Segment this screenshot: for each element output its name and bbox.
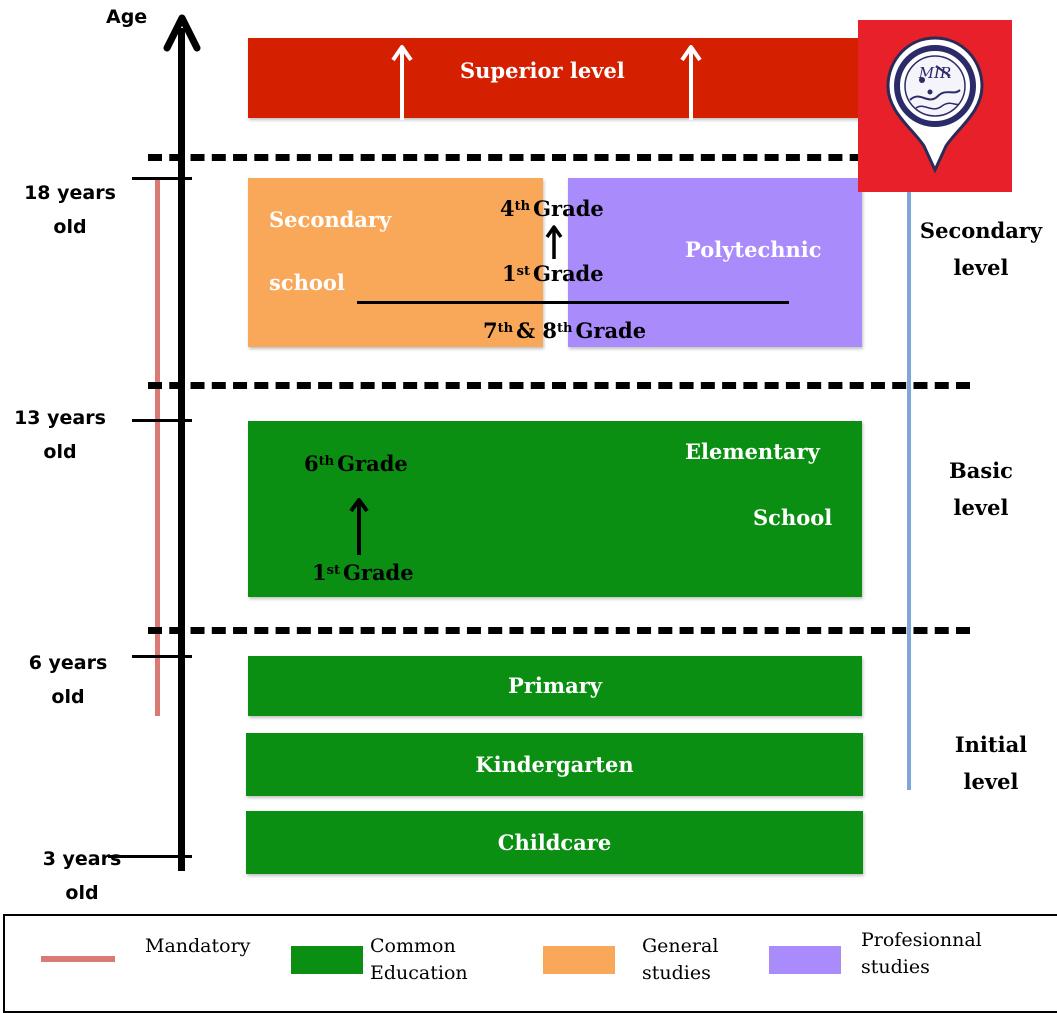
legend-common-line1: Common [370,935,456,957]
grade-4-sup: th [514,199,531,214]
grade-1-sec-sup: st [516,264,530,279]
legend-label-general: General studies [642,933,718,987]
legend-swatch-mandatory [41,956,115,962]
mir-logo: MIR [858,20,1012,192]
up-arrow-icon [545,225,563,259]
age-label-6: 6 years old [8,646,128,714]
basic-level-line2: level [953,495,1009,520]
initial-level-line1: Initial [954,732,1028,757]
legend-swatch-professional [769,946,841,974]
tick-6 [132,655,192,658]
grade-78-num1: 7 [483,318,498,343]
secondary-school-label-line2: school [269,270,345,295]
age-3-line2: old [65,882,99,904]
tick-13 [132,419,192,422]
secondary-level-label: Secondary level [906,212,1056,286]
legend-swatch-general [543,946,615,974]
age-label-13: 13 years old [0,401,120,469]
grade-1-sec-num: 1 [502,261,517,286]
legend-common-line2: Education [370,962,468,984]
age-18-line2: old [53,216,87,238]
initial-level-line2: level [963,769,1019,794]
age-13-line2: old [43,441,77,463]
grade-78-sup2: th [556,321,573,336]
axis-title: Age [106,6,148,28]
kindergarten-box: Kindergarten [246,733,863,796]
age-13-line1: 13 years [14,407,106,429]
grade-divider-line [357,301,789,304]
grade-78-sup1: th [497,321,514,336]
age-label-18: 18 years old [10,176,130,244]
legend-label-common: Common Education [370,933,468,987]
separator-secondary [148,382,970,389]
age-axis-line [178,28,185,871]
elementary-label-line1: Elementary [685,439,820,464]
primary-box: Primary [248,656,862,716]
age-axis-arrowhead [163,14,201,52]
legend-professional-line1: Profesionnal [861,929,982,951]
tick-3 [108,855,192,858]
legend-general-line2: studies [642,962,711,984]
secondary-school-label-line1: Secondary [269,207,392,232]
polytechnic-label: Polytechnic [685,237,822,262]
grade-6-word: Grade [337,451,408,476]
legend-label-mandatory: Mandatory [145,935,251,957]
elementary-label-line2: School [753,505,833,530]
grade-1-elem-word: Grade [342,560,414,585]
grade-4-num: 4 [500,196,515,221]
superior-level-label: Superior level [460,58,625,83]
mir-logo-emblem [886,36,984,174]
tick-18 [132,177,192,180]
grade-78-amp: & 8 [516,318,557,343]
secondary-level-line1: Secondary [919,218,1043,243]
mandatory-line [155,178,160,716]
up-arrow-icon [680,45,702,120]
grade-1-elem-sup: st [326,563,340,578]
level-progression-line [907,182,911,790]
legend-swatch-common [291,946,363,974]
separator-basic [148,627,970,634]
legend-professional-line2: studies [861,956,930,978]
secondary-school-box [248,178,543,347]
age-3-line1: 3 years [42,848,122,870]
legend: Mandatory Common Education General studi… [3,914,1057,1013]
mir-logo-text: MIR [918,64,952,82]
legend-general-line1: General [642,935,719,957]
grade-4-word: Grade [533,196,604,221]
kindergarten-label: Kindergarten [475,752,634,777]
initial-level-label: Initial level [926,726,1056,800]
grade-6-num: 6 [304,451,319,476]
grade-1-elem-num: 1 [312,560,327,585]
basic-level-label: Basic level [916,452,1046,526]
childcare-label: Childcare [497,830,612,855]
grade-1-sec-word: Grade [532,261,604,286]
up-arrow-icon [391,45,413,120]
basic-level-line1: Basic [949,458,1013,483]
primary-label: Primary [508,673,602,698]
secondary-level-line2: level [953,255,1009,280]
age-18-line1: 18 years [24,182,116,204]
age-6-line1: 6 years [28,652,108,674]
grade-6-sup: th [318,454,335,469]
legend-label-professional: Profesionnal studies [861,927,982,981]
age-label-3: 3 years old [22,842,142,910]
separator-superior [148,154,970,161]
childcare-box: Childcare [246,811,863,874]
polytechnic-box [568,178,862,347]
up-arrow-icon [349,498,369,555]
superior-level-box: Superior level [248,38,862,120]
age-6-line2: old [51,686,85,708]
grade-78-word: Grade [575,318,647,343]
